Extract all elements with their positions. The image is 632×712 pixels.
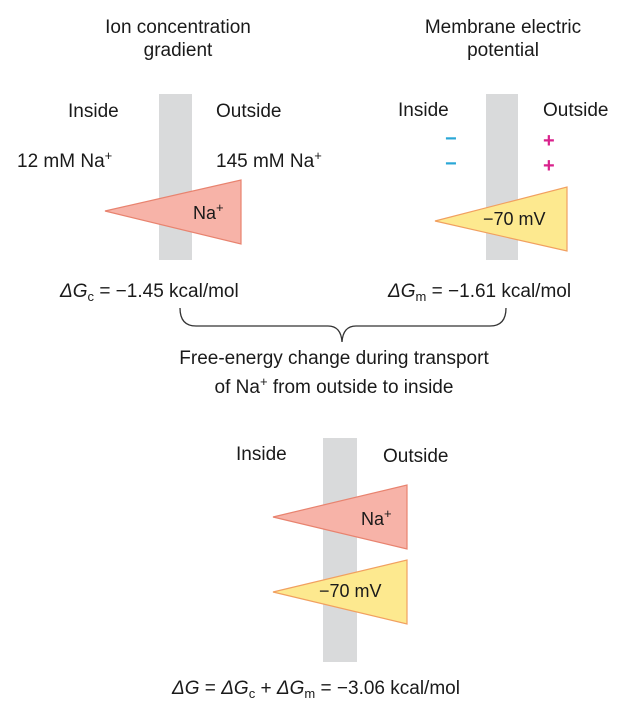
membrane-left bbox=[159, 94, 192, 260]
potential-title: Membrane electric potential bbox=[424, 17, 582, 61]
triangle-label-na-bottom: Na+ bbox=[361, 506, 392, 529]
negative-charge: − bbox=[445, 128, 457, 150]
inside-label-right: Inside bbox=[398, 100, 449, 121]
inside-concentration: 12 mM Na+ bbox=[17, 148, 113, 172]
outside-concentration: 145 mM Na+ bbox=[216, 148, 322, 172]
brace-caption: Free-energy change during transport of N… bbox=[179, 348, 489, 398]
triangle-label-na-left: Na+ bbox=[193, 200, 224, 223]
outside-label-right: Outside bbox=[543, 100, 609, 121]
inside-label-left: Inside bbox=[68, 101, 119, 122]
concentration-triangle-bottom bbox=[272, 484, 408, 550]
triangle-label-mv-right: −70 mV bbox=[483, 209, 546, 229]
delta-gm-equation: ΔGm = −1.61 kcal/mol bbox=[388, 281, 572, 304]
concentration-title: Ion concentration gradient bbox=[105, 17, 251, 61]
delta-gc-equation: ΔGc = −1.45 kcal/mol bbox=[60, 281, 239, 304]
total-delta-g-equation: ΔG = ΔGc + ΔGm = −3.06 kcal/mol bbox=[172, 678, 460, 701]
triangle-label-mv-bottom: −70 mV bbox=[319, 581, 382, 601]
outside-label-bottom: Outside bbox=[383, 446, 449, 467]
inside-label-bottom: Inside bbox=[236, 444, 287, 465]
potential-triangle-bottom bbox=[272, 559, 408, 625]
outside-label-left: Outside bbox=[216, 101, 282, 122]
negative-charge: − bbox=[445, 153, 457, 175]
positive-charge: + bbox=[543, 130, 555, 152]
positive-charge: + bbox=[543, 155, 555, 177]
membrane-bottom bbox=[323, 438, 357, 662]
